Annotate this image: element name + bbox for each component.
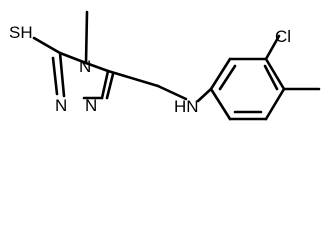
bond-c5-ch2: [106, 69, 160, 88]
bond-n2-c3-double: [51, 56, 59, 96]
bond-c3-n4: [58, 51, 88, 65]
bond-ar-c1-c2: [209, 57, 232, 91]
bond-n4-c5: [84, 61, 110, 73]
bond-ch2-nh: [156, 84, 188, 101]
amine-label: HN: [174, 97, 199, 116]
bond-n2-c3: [58, 51, 66, 98]
bond-c3-s: [32, 36, 62, 55]
bond-n4-methyl: [84, 10, 89, 65]
bond-c5-n1: [100, 69, 110, 100]
chemical-structure: SH N N N HN Cl: [9, 10, 321, 121]
bond-ar-c4-c5: [264, 87, 286, 121]
n4-label: N: [79, 57, 91, 76]
bond-ar-inner-1: [218, 64, 237, 91]
n1-label: N: [85, 96, 97, 115]
thiol-label: SH: [9, 23, 33, 42]
bond-ar-inner-2: [263, 64, 279, 91]
bond-ar-c6-c1: [209, 87, 232, 121]
chloro-label: Cl: [275, 27, 291, 46]
bond-ar-c3-c4: [264, 57, 286, 91]
bond-c5-n1-double: [105, 72, 115, 100]
bond-nh-aryl: [196, 87, 213, 103]
bond-ar-cl: [264, 34, 281, 61]
n2-label: N: [55, 96, 67, 115]
